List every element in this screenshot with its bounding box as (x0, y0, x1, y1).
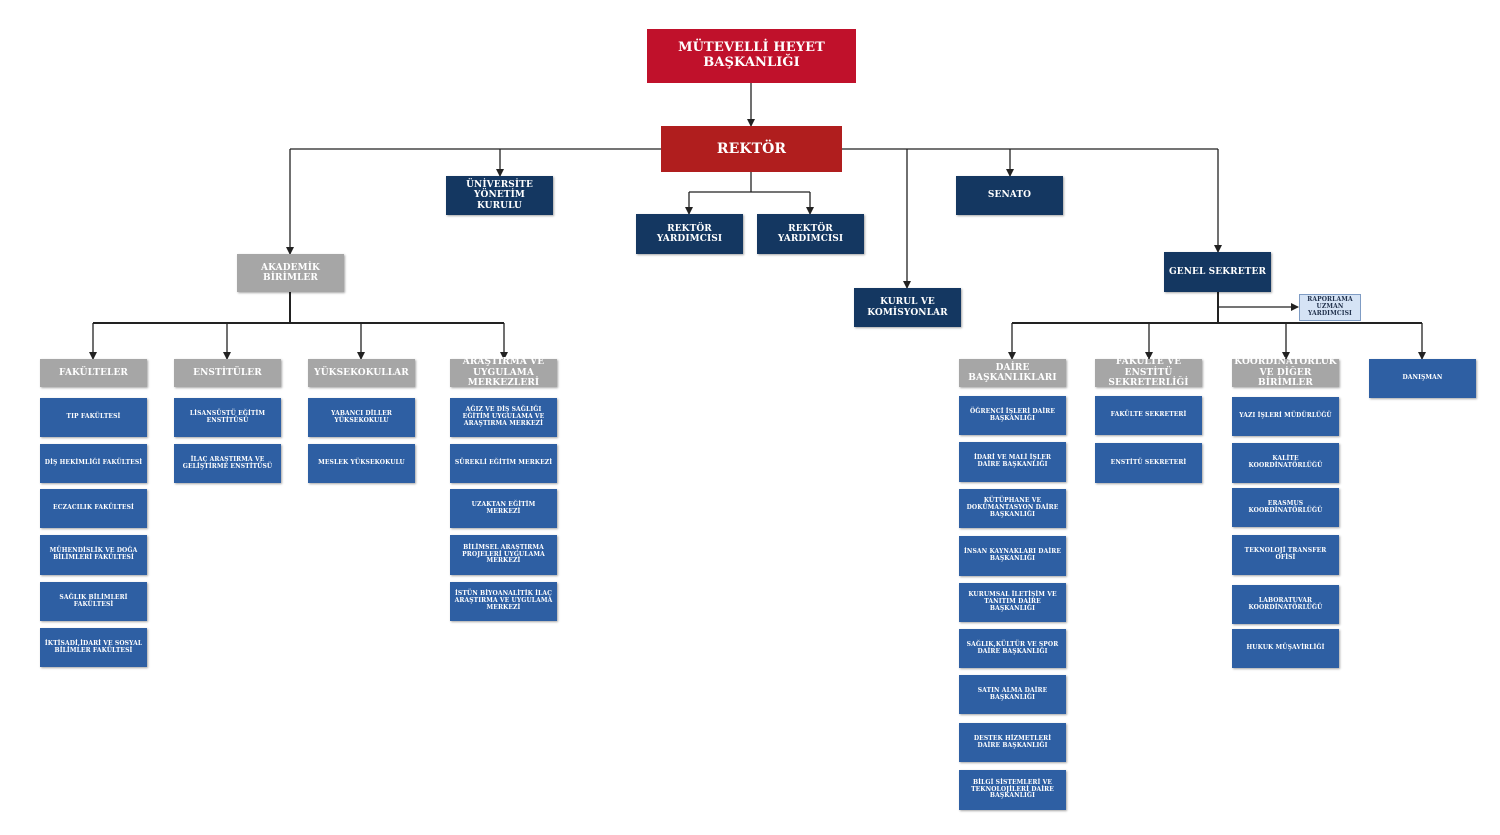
advisor-box: DANIŞMAN (1369, 359, 1476, 398)
institute-item: İLAÇ ARAŞTIRMA VE GELİŞTİRME ENSTİTÜSÜ (174, 444, 281, 483)
school-item: YABANCI DİLLER YÜKSEKOKULU (308, 398, 415, 437)
rector-box: REKTÖR (661, 126, 842, 172)
coordinator-item: TEKNOLOJİ TRANSFER OFİSİ (1232, 535, 1339, 575)
institute-item: LİSANSÜSTÜ EĞİTİM ENSTİTÜSÜ (174, 398, 281, 437)
faculties-header: FAKÜLTELER (40, 359, 147, 387)
senate-box: SENATO (956, 176, 1063, 215)
department-item: ÖĞRENCİ İŞLERİ DAİRE BAŞKANLIĞI (959, 396, 1066, 435)
boards-commissions-box: KURUL VE KOMİSYONLAR (854, 288, 961, 327)
department-item: BİLGİ SİSTEMLERİ VE TEKNOLOJİLERİ DAİRE … (959, 770, 1066, 810)
management-board-box: ÜNİVERSİTE YÖNETİM KURULU (446, 176, 553, 215)
academic-units-box: AKADEMİK BİRİMLER (237, 254, 344, 292)
research-center-item: İSTÜN BİYOANALİTİK İLAÇ ARAŞTIRMA VE UYG… (450, 582, 557, 621)
department-item: KÜTÜPHANE VE DOKÜMANTASYON DAİRE BAŞKANL… (959, 489, 1066, 528)
department-item: İDARİ VE MALİ İŞLER DAİRE BAŞKANLIĞI (959, 442, 1066, 482)
coordinator-item: HUKUK MÜŞAVİRLİĞİ (1232, 629, 1339, 668)
department-item: İNSAN KAYNAKLARI DAİRE BAŞKANLIĞI (959, 536, 1066, 576)
coordinator-item: KALİTE KOORDİNATÖRLÜĞÜ (1232, 443, 1339, 483)
faculty-item: ECZACILIK FAKÜLTESİ (40, 489, 147, 528)
research-center-item: AĞIZ VE DİŞ SAĞLIĞI EĞİTİM UYGULAMA VE A… (450, 398, 557, 437)
vice-rector-box-2: REKTÖR YARDIMCISI (757, 214, 864, 254)
coordinator-item: LABORATUVAR KOORDİNATÖRLÜĞÜ (1232, 585, 1339, 624)
faculty-item: MÜHENDİSLİK VE DOĞA BİLİMLERİ FAKÜLTESİ (40, 535, 147, 575)
department-item: DESTEK HİZMETLERİ DAİRE BAŞKANLIĞI (959, 723, 1066, 762)
coordinators-header: KOORDİNATÖRLÜK VE DİĞER BİRİMLER (1232, 357, 1339, 388)
research-centers-header: ARAŞTIRMA VE UYGULAMA MERKEZLERİ (450, 357, 557, 388)
department-item: SAĞLIK,KÜLTÜR VE SPOR DAİRE BAŞKANLIĞI (959, 629, 1066, 668)
department-item: SATIN ALMA DAİRE BAŞKANLIĞI (959, 675, 1066, 714)
coordinator-item: YAZI İŞLERİ MÜDÜRLÜĞÜ (1232, 397, 1339, 436)
research-center-item: UZAKTAN EĞİTİM MERKEZİ (450, 489, 557, 528)
faculty-item: DİŞ HEKİMLİĞİ FAKÜLTESİ (40, 444, 147, 483)
faculty-secretariats-header: FAKÜLTE VE ENSTİTÜ SEKRETERLİĞİ (1095, 357, 1202, 388)
secretariat-item: FAKÜLTE SEKRETERİ (1095, 396, 1202, 435)
faculty-item: SAĞLIK BİLİMLERİ FAKÜLTESİ (40, 582, 147, 621)
departments-header: DAİRE BAŞKANLIKLARI (959, 359, 1066, 387)
research-center-item: BİLİMSEL ARAŞTIRMA PROJELERİ UYGULAMA ME… (450, 535, 557, 575)
secretariat-item: ENSTİTÜ SEKRETERİ (1095, 443, 1202, 483)
faculty-item: TIP FAKÜLTESİ (40, 398, 147, 437)
faculty-item: İKTİSADİ,İDARİ VE SOSYAL BİLİMLER FAKÜLT… (40, 628, 147, 667)
institutes-header: ENSTİTÜLER (174, 359, 281, 387)
research-center-item: SÜREKLİ EĞİTİM MERKEZİ (450, 444, 557, 483)
school-item: MESLEK YÜKSEKOKULU (308, 444, 415, 483)
coordinator-item: ERASMUS KOORDİNATÖRLÜĞÜ (1232, 488, 1339, 527)
board-of-trustees-box: MÜTEVELLİ HEYET BAŞKANLIĞI (647, 29, 856, 83)
reporting-expert-box: RAPORLAMA UZMAN YARDIMCISI (1299, 294, 1361, 321)
secretary-general-box: GENEL SEKRETER (1164, 252, 1271, 292)
vice-rector-box-1: REKTÖR YARDIMCISI (636, 214, 743, 254)
schools-header: YÜKSEKOKULLAR (308, 359, 415, 387)
department-item: KURUMSAL İLETİŞİM VE TANITIM DAİRE BAŞKA… (959, 583, 1066, 622)
